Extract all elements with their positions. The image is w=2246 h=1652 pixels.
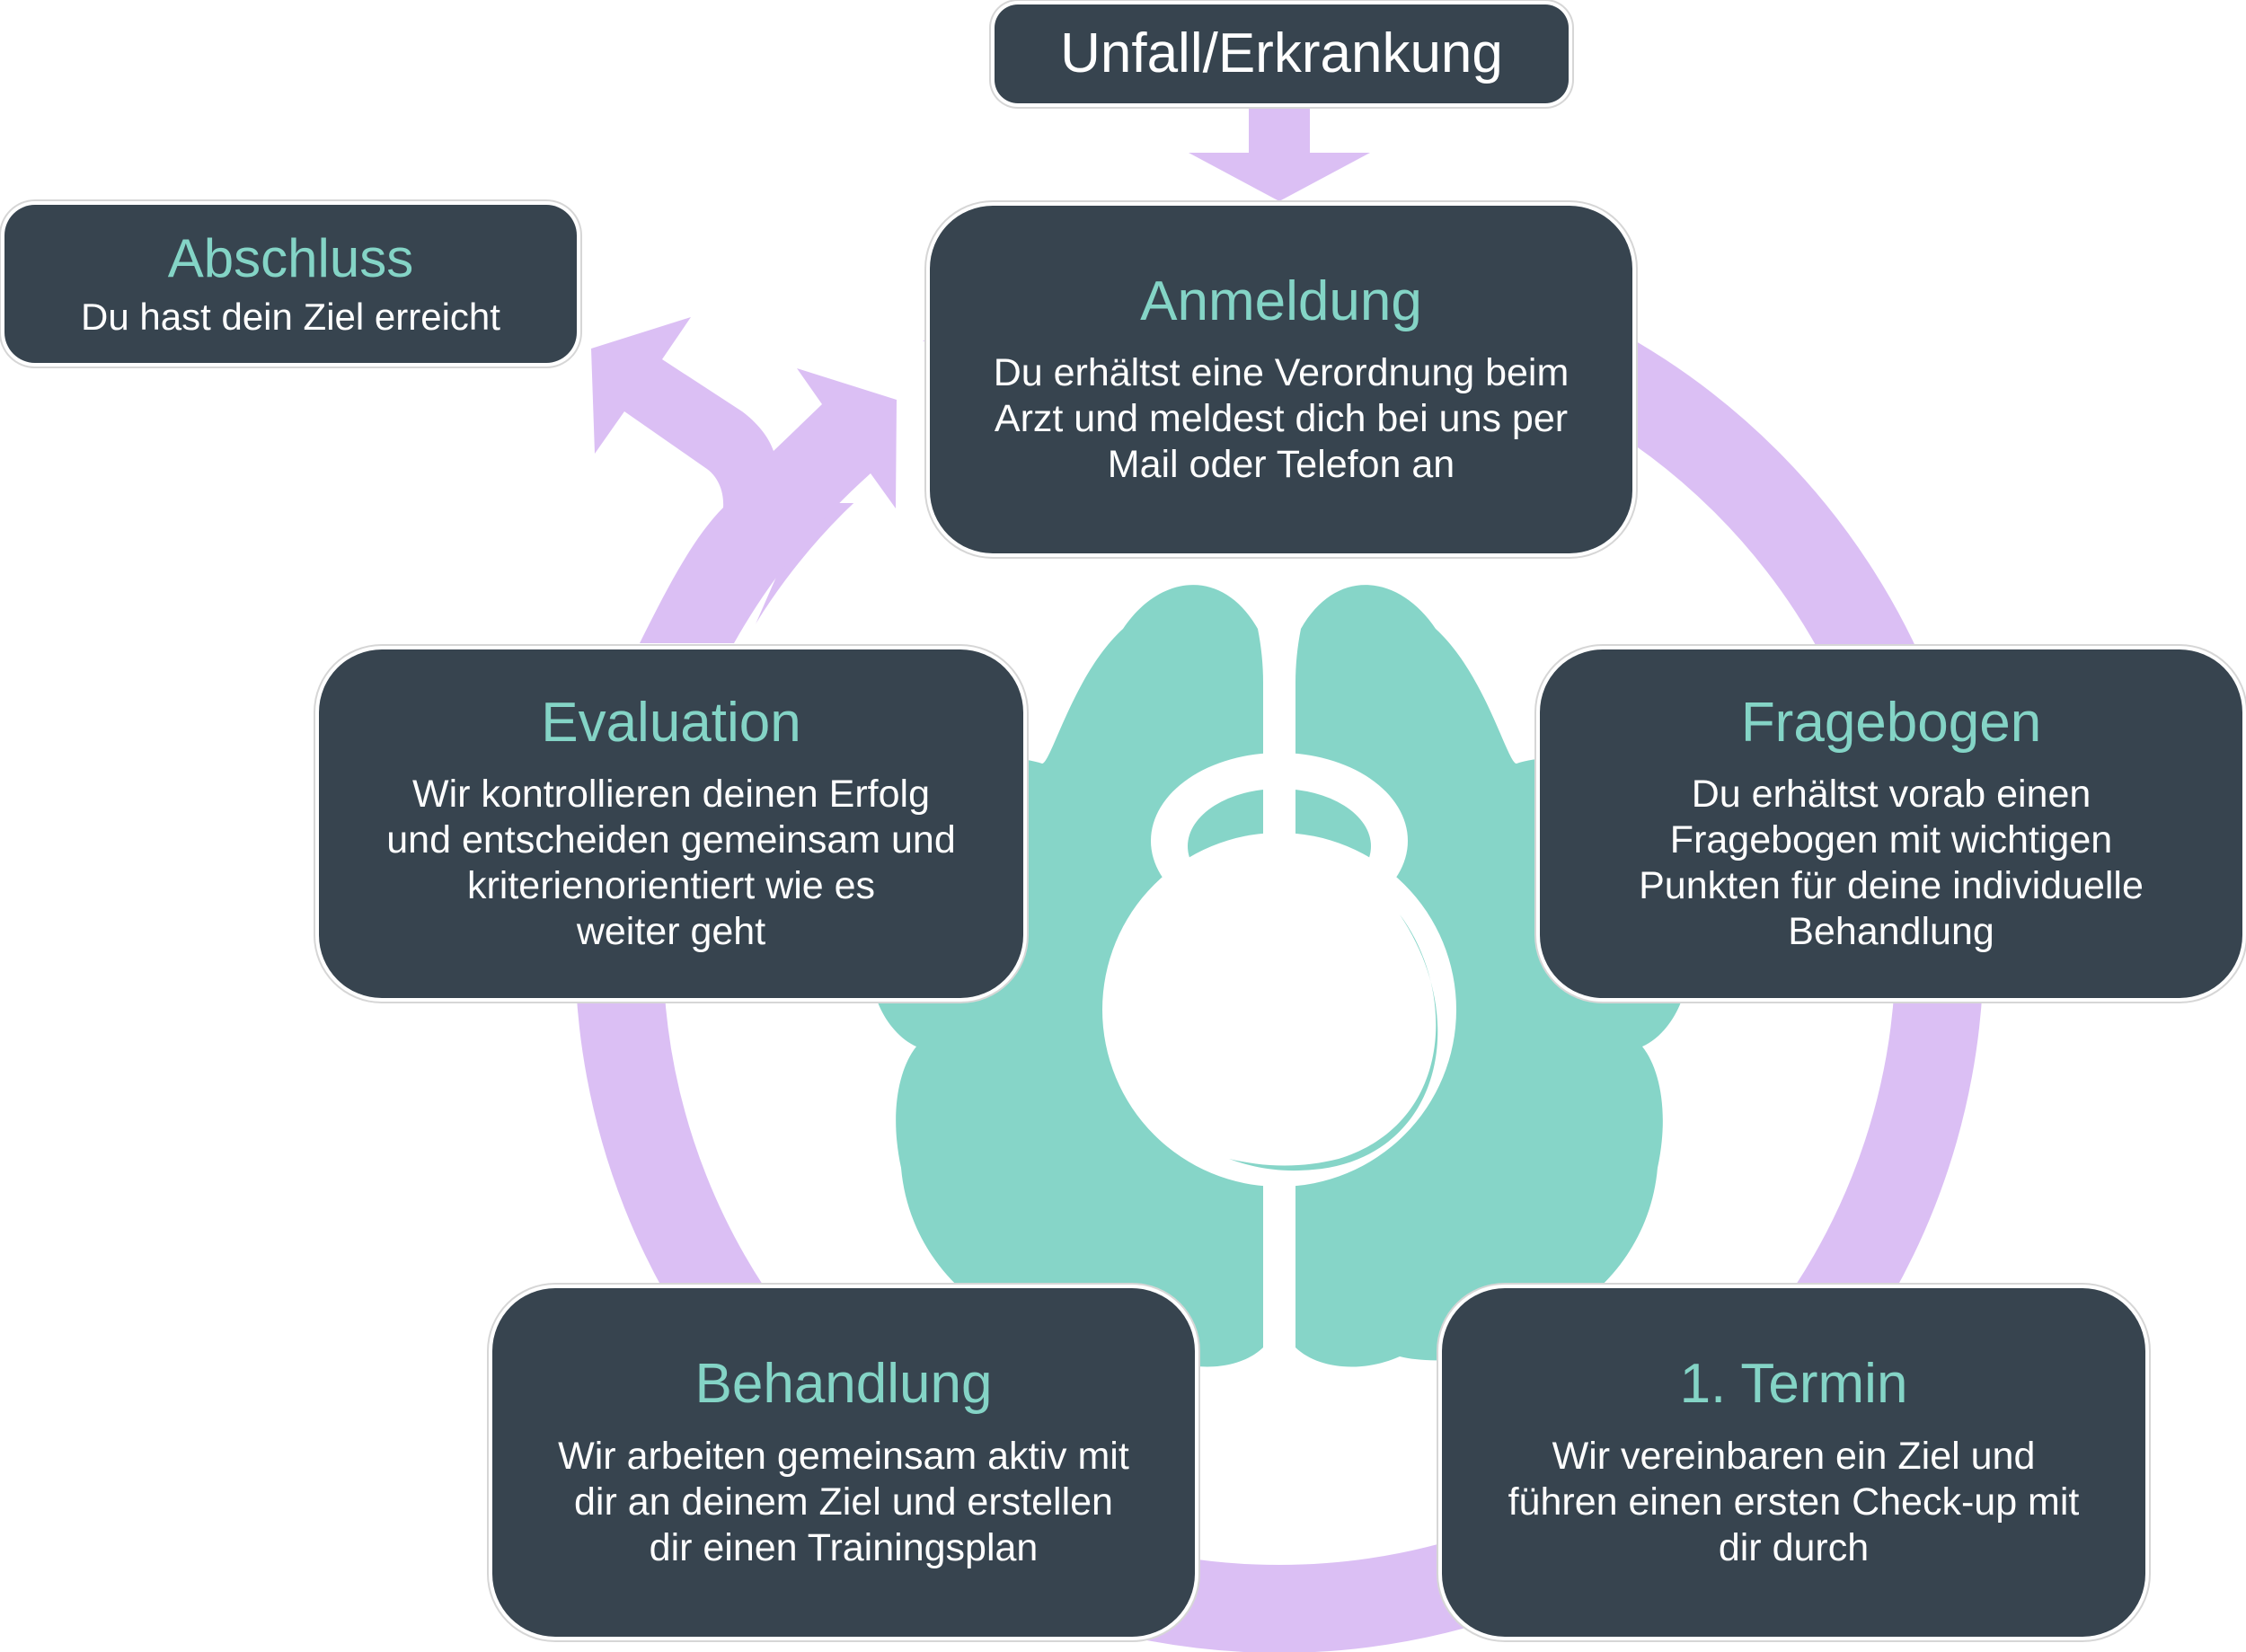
fork-arrow-icon (591, 317, 897, 643)
step-description: Wir vereinbaren ein Ziel und führen eine… (1508, 1434, 2080, 1569)
exit-box-abschluss: Abschluss Du hast dein Ziel erreicht (4, 205, 577, 363)
kettlebell-icon (1102, 753, 1456, 1187)
step-title: Fragebogen (1740, 691, 2042, 754)
trigger-box: Unfall/Erkrankung (995, 4, 1569, 103)
exit-description: Du hast dein Ziel erreicht (81, 295, 500, 338)
down-arrow-icon (1189, 104, 1370, 201)
step-title: 1. Termin (1679, 1353, 1908, 1416)
step-description: Du erhältst vorab einen Fragebogen mit w… (1639, 773, 2144, 954)
step-box-behandlung: Behandlung Wir arbeiten gemeinsam aktiv … (492, 1288, 1195, 1637)
exit-title: Abschluss (167, 227, 414, 288)
step-title: Evaluation (541, 691, 801, 754)
step-box-fragebogen: Fragebogen Du erhältst vorab einen Frage… (1540, 649, 2242, 998)
step-description: Wir arbeiten gemeinsam aktiv mit dir an … (558, 1434, 1129, 1569)
step-description: Du erhältst eine Verordnung beim Arzt un… (993, 351, 1570, 487)
step-box-anmeldung: Anmeldung Du erhältst eine Verordnung be… (930, 206, 1632, 553)
step-title: Anmeldung (1140, 269, 1422, 332)
step-box-termin: 1. Termin Wir vereinbaren ein Ziel und f… (1442, 1288, 2145, 1637)
step-box-evaluation: Evaluation Wir kontrollieren deinen Erfo… (319, 649, 1023, 998)
step-description: Wir kontrollieren deinen Erfolg und ents… (386, 773, 956, 954)
step-title: Behandlung (694, 1353, 993, 1416)
trigger-title: Unfall/Erkrankung (1060, 22, 1503, 84)
